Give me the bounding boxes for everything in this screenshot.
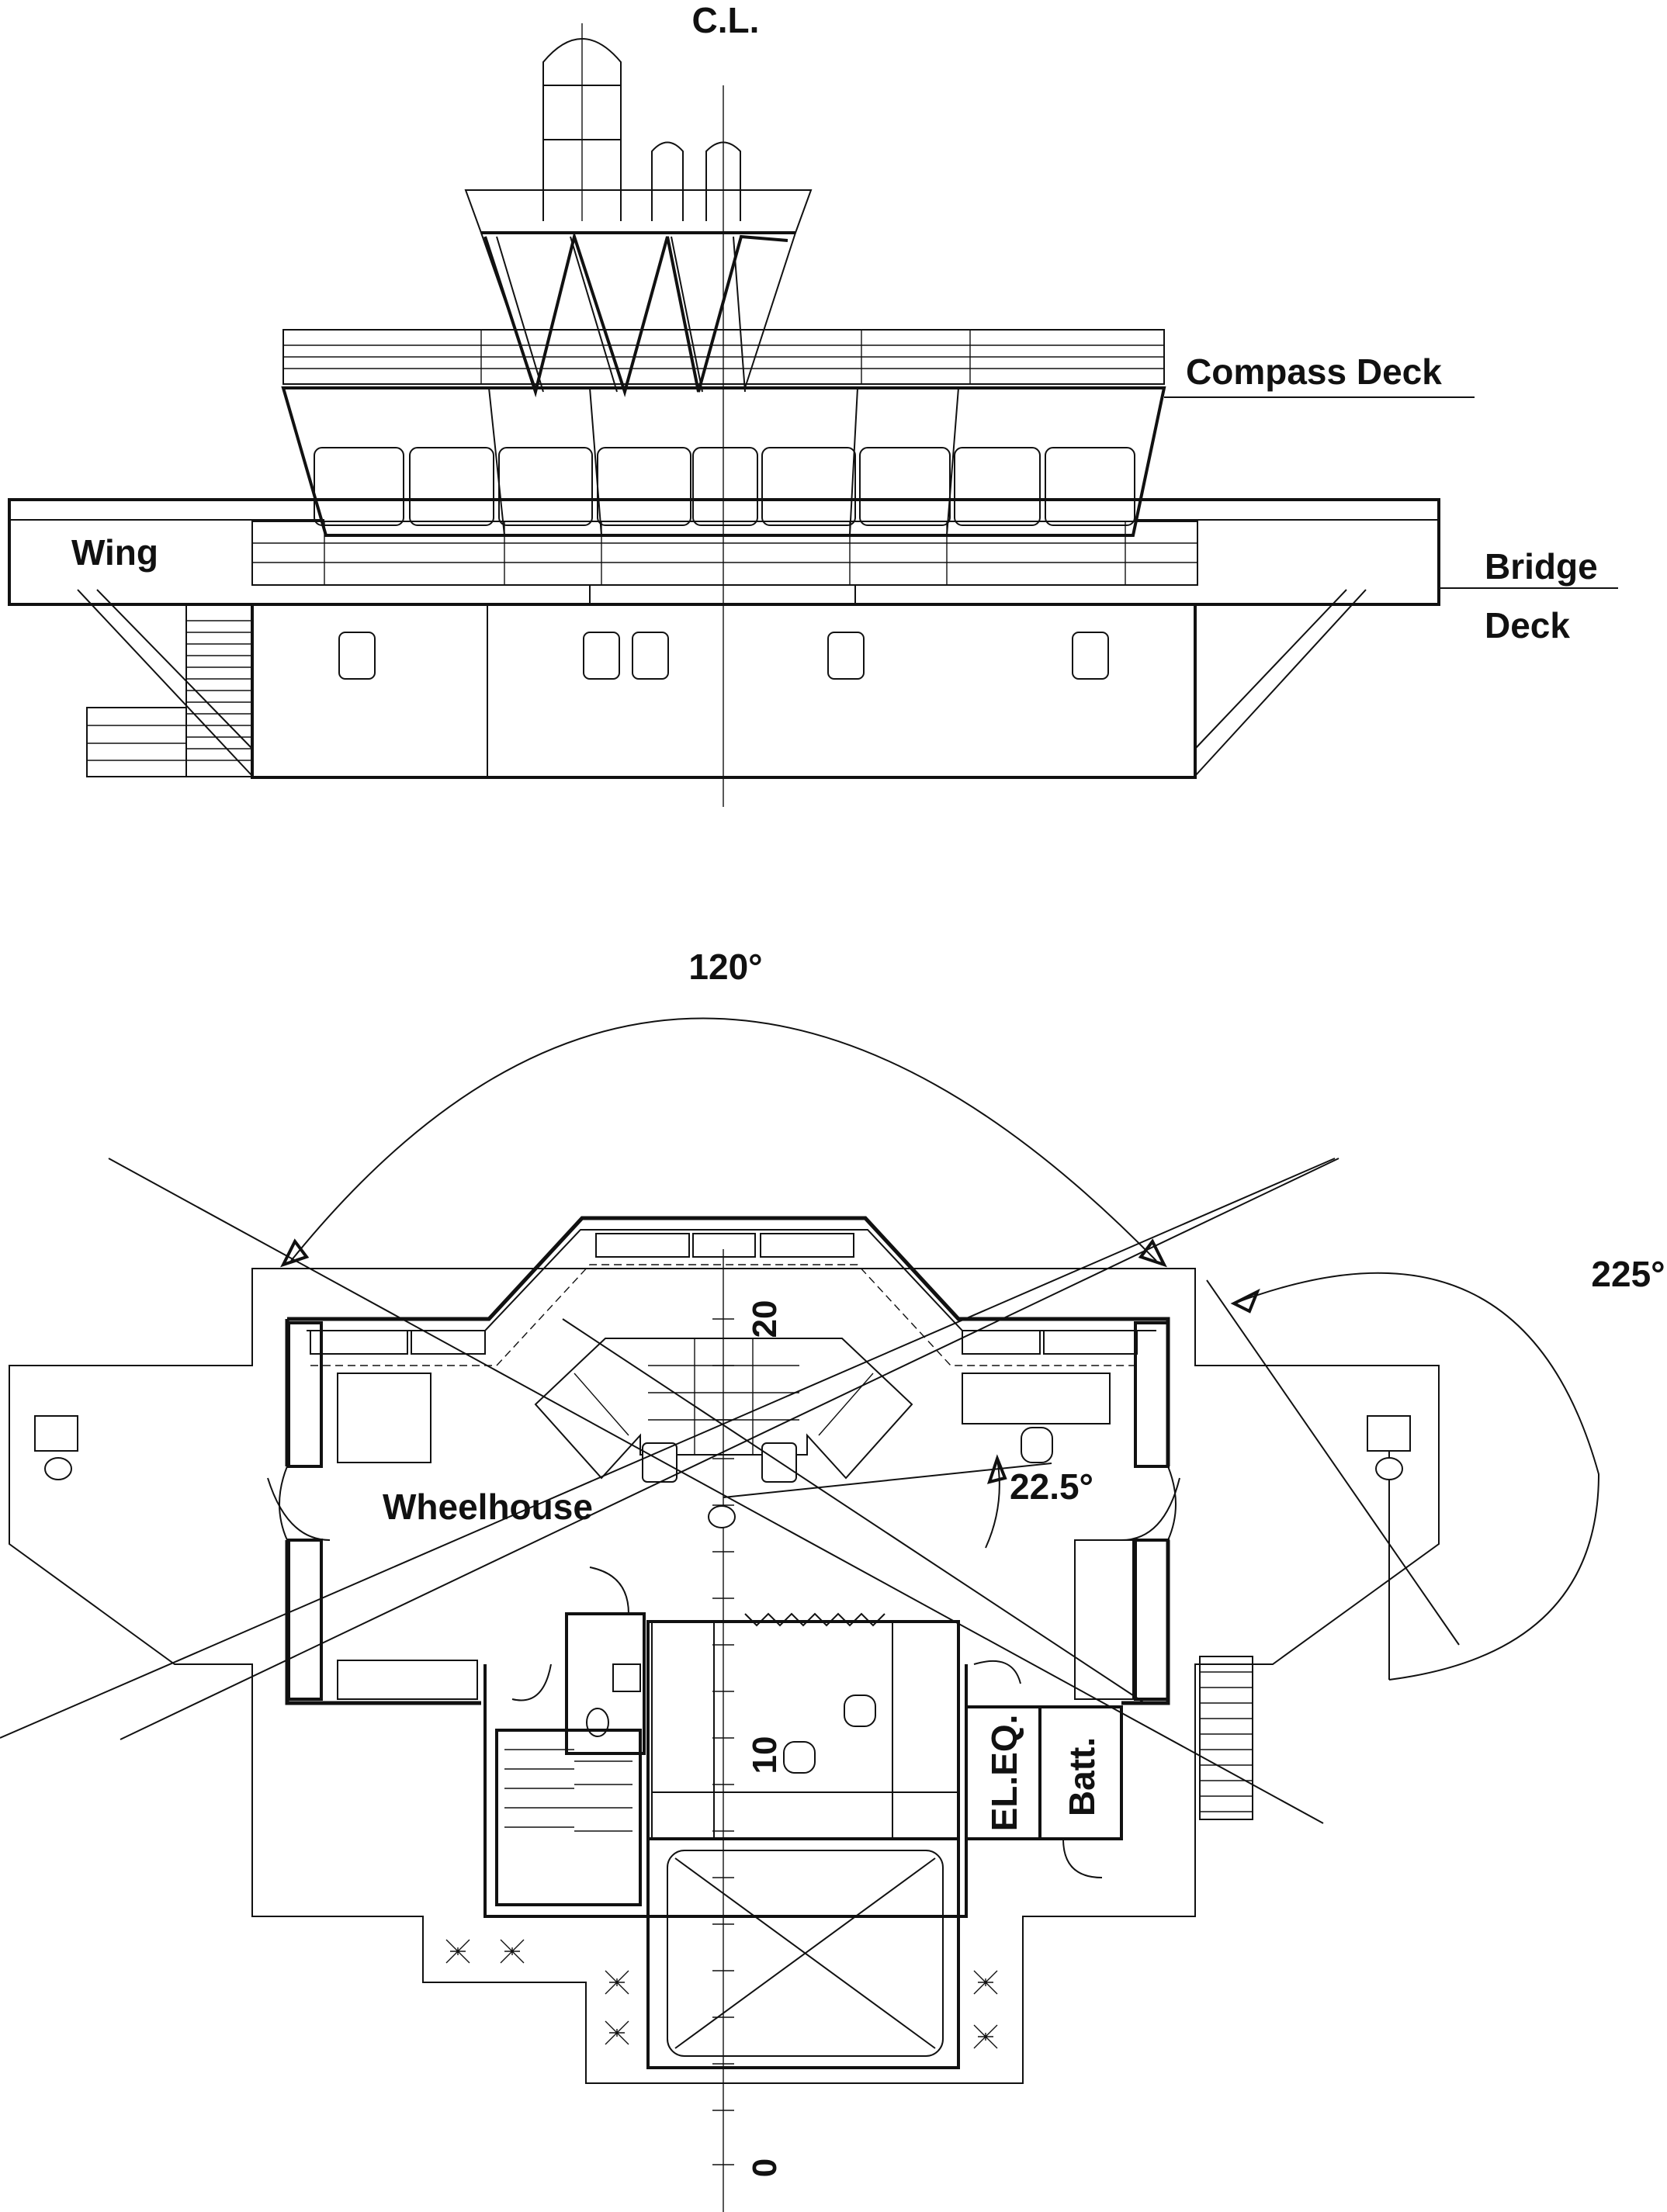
electrical-equipment-label: EL.EQ. — [984, 1715, 1024, 1832]
bridge-deck-wings — [8, 498, 1618, 606]
deck-label: Deck — [1485, 605, 1570, 646]
visibility-sightlines — [0, 1158, 1460, 1824]
bridge-deck-outline — [9, 1268, 1440, 2084]
wheelhouse-walls — [267, 1216, 1180, 1705]
wheelhouse-front — [281, 386, 1166, 537]
scale-20-label: 20 — [746, 1300, 784, 1338]
angle-120-label: 120° — [688, 947, 762, 987]
bridge-plan-view: 120° 225° 22.5° Wheelhouse 20 10 0 EL.EQ… — [0, 947, 1665, 2212]
compass-binnacle — [708, 1505, 736, 1528]
battery-label: Batt. — [1062, 1737, 1102, 1816]
scale-10-label: 10 — [746, 1736, 784, 1774]
angle-arcs — [280, 1017, 1600, 1681]
bridge-label: Bridge — [1485, 546, 1598, 587]
navigation-console — [534, 1338, 1053, 1483]
mast-housing — [464, 189, 813, 398]
wheelhouse-label: Wheelhouse — [383, 1487, 593, 1527]
angle-22-5-label: 22.5° — [1010, 1466, 1093, 1507]
deck-hatch-symbols — [445, 1939, 998, 2049]
wing-fixtures — [34, 1415, 1411, 1820]
compass-deck-label: Compass Deck — [1186, 351, 1442, 392]
scale-ticks — [712, 1318, 734, 2165]
lower-house — [77, 589, 1367, 779]
bridge-elevation-view: C.L. Compass Deck Wing Bridge Deck — [8, 0, 1618, 807]
compass-deck-railing — [282, 329, 1475, 398]
wing-label: Wing — [71, 532, 158, 573]
centerline-label: C.L. — [692, 0, 760, 40]
scale-0-label: 0 — [746, 2158, 784, 2177]
inner-rooms — [483, 1566, 1123, 2069]
mast-funnel — [542, 38, 741, 221]
angle-225-label: 225° — [1591, 1254, 1665, 1294]
